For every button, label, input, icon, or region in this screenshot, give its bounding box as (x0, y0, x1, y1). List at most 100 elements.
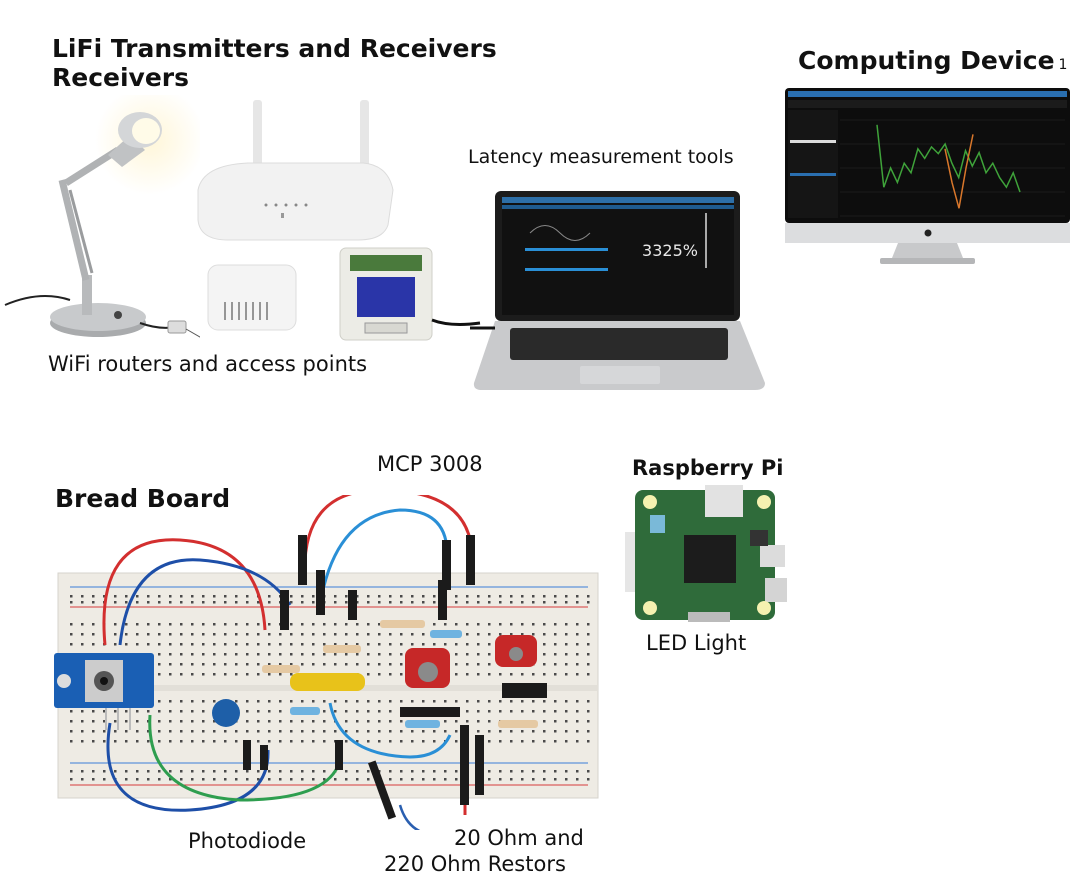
breadboard-hole (268, 623, 271, 626)
breadboard-hole (279, 673, 282, 676)
breadboard-hole (576, 623, 579, 626)
breadboard-hole (235, 663, 238, 666)
chart-series-green (876, 124, 1021, 193)
blue-jumper-wire (118, 558, 292, 646)
breadboard-hole (389, 778, 392, 781)
breadboard-hole (576, 710, 579, 713)
breadboard-hole (268, 710, 271, 713)
breadboard-hole (125, 720, 128, 723)
breadboard-hole (367, 770, 370, 773)
breadboard-hole (257, 601, 260, 604)
breadboard-hole (466, 710, 469, 713)
breadboard-hole (290, 730, 293, 733)
breadboard-hole (587, 710, 590, 713)
mcp3008-label: MCP 3008 (377, 452, 483, 476)
breadboard-hole (499, 595, 502, 598)
breadboard-hole (356, 770, 359, 773)
breadboard-hole (191, 673, 194, 676)
breadboard-hole (147, 633, 150, 636)
breadboard-hole (180, 710, 183, 713)
breadboard-hole (158, 653, 161, 656)
breadboard-hole (147, 710, 150, 713)
breadboard-hole (257, 720, 260, 723)
breadboard-hole (125, 595, 128, 598)
breadboard-hole (70, 633, 73, 636)
breadboard-hole (136, 643, 139, 646)
breadboard-hole (312, 700, 315, 703)
breadboard-hole (323, 710, 326, 713)
breadboard-hole (499, 700, 502, 703)
breadboard-hole (301, 778, 304, 781)
breadboard-hole (147, 601, 150, 604)
breadboard-hole (400, 633, 403, 636)
breadboard-hole (301, 730, 304, 733)
breadboard-hole (466, 663, 469, 666)
breadboard-hole (400, 720, 403, 723)
breadboard-hole (444, 643, 447, 646)
breadboard-hole (224, 595, 227, 598)
breadboard-hole (367, 778, 370, 781)
breadboard-hole (246, 730, 249, 733)
breadboard-hole (367, 710, 370, 713)
breadboard-hole (488, 623, 491, 626)
breadboard-hole (554, 633, 557, 636)
mcp-blue-wire (318, 508, 449, 606)
breadboard-hole (246, 710, 249, 713)
breadboard-hole (169, 633, 172, 636)
breadboard-hole (301, 623, 304, 626)
breadboard-hole (488, 653, 491, 656)
breadboard-hole (312, 653, 315, 656)
breadboard-hole (587, 720, 590, 723)
breadboard-hole (202, 720, 205, 723)
breadboard-hole (290, 653, 293, 656)
breadboard-hole (521, 601, 524, 604)
breadboard-hole (345, 778, 348, 781)
breadboard-hole (576, 653, 579, 656)
breadboard-hole (147, 595, 150, 598)
breadboard-hole (356, 663, 359, 666)
breadboard-hole (400, 740, 403, 743)
breadboard-hole (290, 623, 293, 626)
breadboard-hole (202, 710, 205, 713)
breadboard-hole (279, 710, 282, 713)
resistor-label-line2: 220 Ohm Restors (384, 852, 566, 876)
breadboard-hole (521, 740, 524, 743)
breadboard-hole (345, 720, 348, 723)
breadboard-hole (213, 663, 216, 666)
breadboard-hole (334, 623, 337, 626)
breadboard-hole (213, 770, 216, 773)
breadboard-hole (202, 673, 205, 676)
breadboard-hole (378, 663, 381, 666)
breadboard-hole (499, 710, 502, 713)
breadboard-hole (279, 653, 282, 656)
breadboard-hole (367, 740, 370, 743)
breadboard-hole (499, 730, 502, 733)
breadboard-hole (466, 633, 469, 636)
breadboard-hole (169, 778, 172, 781)
breadboard-hole (587, 633, 590, 636)
breadboard-hole (543, 595, 546, 598)
breadboard-hole (521, 595, 524, 598)
breadboard-hole (400, 700, 403, 703)
access-point-box (205, 260, 300, 335)
breadboard-hole (268, 730, 271, 733)
resistor-label-line1: 20 Ohm and (454, 826, 584, 850)
led-light-corner (757, 601, 771, 615)
breadboard-hole (92, 643, 95, 646)
breadboard-hole (587, 601, 590, 604)
breadboard-hole (433, 700, 436, 703)
breadboard-hole (81, 633, 84, 636)
breadboard-hole (356, 595, 359, 598)
breadboard-hole (125, 601, 128, 604)
breadboard-hole (323, 778, 326, 781)
breadboard-hole (235, 595, 238, 598)
breadboard-hole (224, 653, 227, 656)
desk-lamp-image (0, 95, 200, 345)
breadboard-hole (180, 673, 183, 676)
breadboard-hole (488, 601, 491, 604)
breadboard-hole (81, 623, 84, 626)
breadboard-hole (202, 623, 205, 626)
breadboard-hole (70, 623, 73, 626)
breadboard-hole (576, 730, 579, 733)
